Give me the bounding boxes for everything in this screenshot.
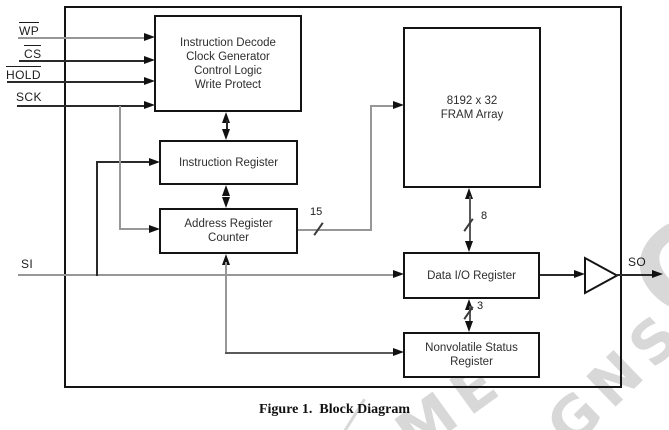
block-text-line: Counter (208, 232, 249, 244)
si-arrowhead (393, 270, 404, 278)
address-register-in-arrowhead (149, 225, 160, 233)
address-register-counter-block: Address Register Counter (159, 208, 298, 254)
si-signal-label: SI (21, 257, 34, 271)
block-text-line: FRAM Array (440, 108, 504, 121)
buffer-to-so-line (616, 274, 652, 276)
data-bus-down-arrowhead (465, 241, 473, 252)
register-counter-down-arrowhead (222, 197, 230, 208)
wp-line (18, 37, 144, 39)
sck-to-address-register-hline (119, 228, 149, 230)
block-text-line: Control Logic (194, 64, 262, 77)
cs-line (19, 60, 144, 62)
sck-line (17, 105, 144, 107)
block-text-line: Address Register (184, 218, 273, 230)
hold-line (7, 81, 144, 83)
cs-arrowhead (144, 56, 155, 64)
data-io-register-block: Data I/O Register (403, 252, 540, 299)
cs-overline-text: CS (24, 45, 42, 61)
address-register-bottom-arrowhead (222, 254, 230, 265)
decode-register-stem (226, 120, 228, 132)
status-bus-up-arrowhead (465, 299, 473, 310)
decode-register-down-arrowhead (222, 129, 230, 140)
status-register-in-arrowhead (393, 348, 404, 356)
si-to-instruction-register-vline (96, 162, 98, 276)
fram-array-block: 8192 x 32 FRAM Array (403, 27, 541, 188)
instruction-register-block: Instruction Register (159, 140, 298, 185)
so-signal-label: SO (628, 255, 647, 269)
wp-signal-label: WP (19, 22, 40, 38)
status-bus-width-label: 3 (477, 300, 484, 312)
register-counter-up-arrowhead (222, 185, 230, 196)
si-to-instruction-register-hline (96, 161, 149, 163)
block-text-line: Data I/O Register (427, 269, 516, 282)
instruction-decode-block: Instruction Decode Clock Generator Contr… (154, 15, 302, 112)
block-text-line: Instruction Decode (180, 36, 276, 49)
chip-boundary-box (64, 6, 622, 388)
decode-register-up-arrowhead (222, 112, 230, 123)
address-bus-hseg2 (370, 105, 393, 107)
dataio-to-buffer-line (540, 274, 574, 276)
so-arrowhead (652, 270, 663, 278)
sck-arrowhead (144, 101, 155, 109)
sck-signal-label: SCK (16, 90, 42, 104)
sck-to-address-register-vline (119, 106, 121, 230)
block-text-line: Write Protect (194, 78, 262, 91)
block-text-line: Register (450, 356, 493, 368)
status-bus-down-arrowhead (465, 321, 473, 332)
wp-overline-text: WP (19, 22, 40, 38)
si-to-status-register-vline (225, 262, 227, 354)
cs-signal-label: CS (24, 45, 42, 61)
address-bus-vseg (370, 105, 372, 231)
address-bus-width-label: 15 (310, 206, 323, 218)
hold-arrowhead (144, 77, 155, 85)
nonvolatile-status-register-block: Nonvolatile Status Register (403, 332, 540, 378)
status-bus-stem (469, 306, 471, 324)
figure-caption: Figure 1. Block Diagram (258, 402, 410, 417)
hold-signal-label: HOLD (6, 66, 41, 82)
si-to-status-register-hline (225, 352, 393, 354)
si-line (18, 274, 393, 276)
hold-overline-text: HOLD (6, 66, 41, 82)
fram-in-arrowhead (393, 101, 404, 109)
block-text-line: 8192 x 32 (446, 94, 498, 107)
buffer-in-arrowhead (574, 270, 585, 278)
block-text-line: Nonvolatile Status (425, 342, 518, 354)
address-bus-hseg1 (298, 229, 372, 231)
data-bus-up-arrowhead (465, 188, 473, 199)
output-buffer-triangle (584, 256, 620, 295)
block-text-line: Instruction Register (178, 156, 279, 169)
wp-arrowhead (144, 33, 155, 41)
block-text-line: Clock Generator (186, 50, 270, 63)
data-bus-width-label: 8 (481, 210, 488, 222)
instruction-register-in-arrowhead (149, 158, 160, 166)
